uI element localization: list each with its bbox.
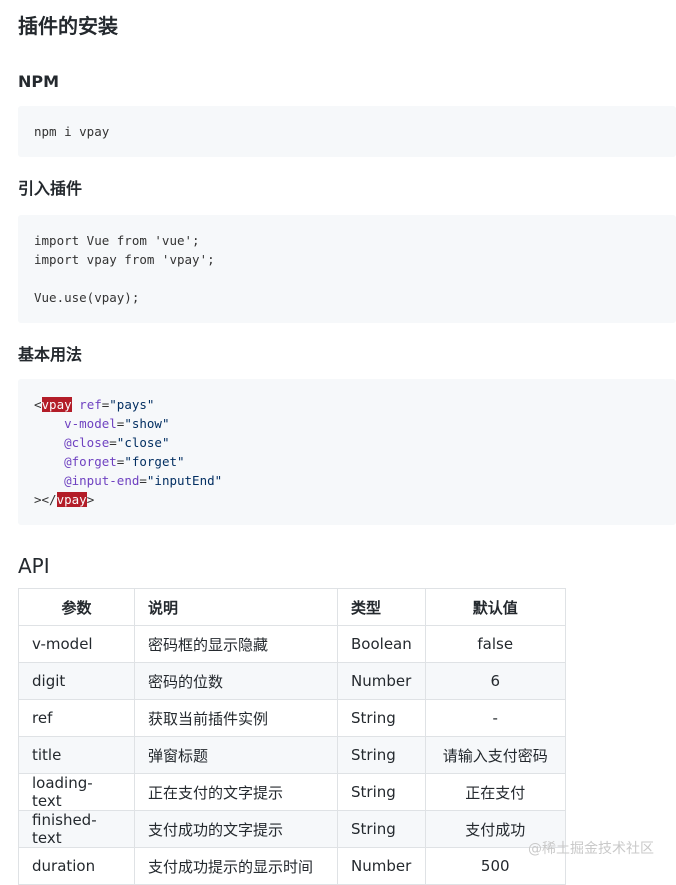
cell-type: Boolean xyxy=(337,625,426,663)
code-value: "show" xyxy=(124,416,170,431)
api-table: 参数 说明 类型 默认值 v-model 密码框的显示隐藏 Boolean fa… xyxy=(18,588,566,885)
cell-desc: 获取当前插件实例 xyxy=(134,699,338,737)
table-header-row: 参数 说明 类型 默认值 xyxy=(18,588,566,626)
cell-default: 请输入支付密码 xyxy=(424,736,566,774)
col-header-param: 参数 xyxy=(18,588,135,626)
cell-desc: 密码的位数 xyxy=(134,662,338,700)
code-line: import vpay from 'vpay'; xyxy=(34,252,215,267)
table-row: title 弹窗标题 String 请输入支付密码 xyxy=(18,736,566,774)
plugin-code-block[interactable]: import Vue from 'vue'; import vpay from … xyxy=(18,215,676,323)
watermark: @稀土掘金技术社区 xyxy=(528,841,654,857)
code-attr: @forget xyxy=(64,454,117,469)
code-line: Vue.use(vpay); xyxy=(34,290,140,305)
code-attr: v-model xyxy=(64,416,117,431)
cell-param: v-model xyxy=(18,625,135,663)
col-header-default: 默认值 xyxy=(424,588,566,626)
cell-default: 500 xyxy=(424,847,566,885)
code-punct: > xyxy=(86,492,95,507)
cell-param: duration xyxy=(18,847,135,885)
cell-param: digit xyxy=(18,662,135,700)
cell-type: String xyxy=(337,810,426,848)
code-value: "pays" xyxy=(109,397,155,412)
col-header-type: 类型 xyxy=(337,588,426,626)
code-attr: ref xyxy=(79,397,102,412)
table-row: v-model 密码框的显示隐藏 Boolean false xyxy=(18,625,566,663)
npm-code-line: npm i vpay xyxy=(34,124,110,139)
col-header-desc: 说明 xyxy=(134,588,338,626)
install-heading: 插件的安装 xyxy=(18,14,118,38)
npm-heading: NPM xyxy=(18,72,60,91)
code-line: import Vue from 'vue'; xyxy=(34,233,200,248)
table-row: digit 密码的位数 Number 6 xyxy=(18,662,566,700)
table-row: ref 获取当前插件实例 String - xyxy=(18,699,566,737)
basic-usage-heading: 基本用法 xyxy=(18,345,83,364)
api-heading: API xyxy=(18,554,50,578)
cell-default: 正在支付 xyxy=(424,773,566,811)
code-value: "inputEnd" xyxy=(146,473,223,488)
cell-desc: 支付成功的文字提示 xyxy=(134,810,338,848)
cell-param: ref xyxy=(18,699,135,737)
cell-type: String xyxy=(337,736,426,774)
cell-type: String xyxy=(337,773,426,811)
table-row: duration 支付成功提示的显示时间 Number 500 xyxy=(18,847,566,885)
cell-param: finished-text xyxy=(18,810,135,848)
npm-code-block[interactable]: npm i vpay xyxy=(18,106,676,157)
code-tag: vpay xyxy=(41,397,72,412)
cell-type: String xyxy=(337,699,426,737)
code-tag: vpay xyxy=(56,492,87,507)
table-row: loading-text 正在支付的文字提示 String 正在支付 xyxy=(18,773,566,811)
code-punct: ></ xyxy=(34,492,57,507)
plugin-heading: 引入插件 xyxy=(18,179,83,198)
cell-param: loading-text xyxy=(18,773,135,811)
code-attr: @input-end xyxy=(64,473,140,488)
cell-default: 支付成功 xyxy=(424,810,566,848)
code-value: "close" xyxy=(116,435,170,450)
cell-desc: 支付成功提示的显示时间 xyxy=(134,847,338,885)
cell-desc: 正在支付的文字提示 xyxy=(134,773,338,811)
cell-default: - xyxy=(424,699,566,737)
table-row: finished-text 支付成功的文字提示 String 支付成功 xyxy=(18,810,566,848)
cell-default: 6 xyxy=(424,662,566,700)
code-value: "forget" xyxy=(124,454,185,469)
cell-default: false xyxy=(424,625,566,663)
code-punct: < xyxy=(34,397,42,412)
cell-desc: 密码框的显示隐藏 xyxy=(134,625,338,663)
cell-type: Number xyxy=(337,847,426,885)
cell-param: title xyxy=(18,736,135,774)
code-attr: @close xyxy=(64,435,110,450)
basic-usage-code-block[interactable]: <vpay ref="pays" v-model="show" @close="… xyxy=(18,379,676,525)
cell-desc: 弹窗标题 xyxy=(134,736,338,774)
cell-type: Number xyxy=(337,662,426,700)
